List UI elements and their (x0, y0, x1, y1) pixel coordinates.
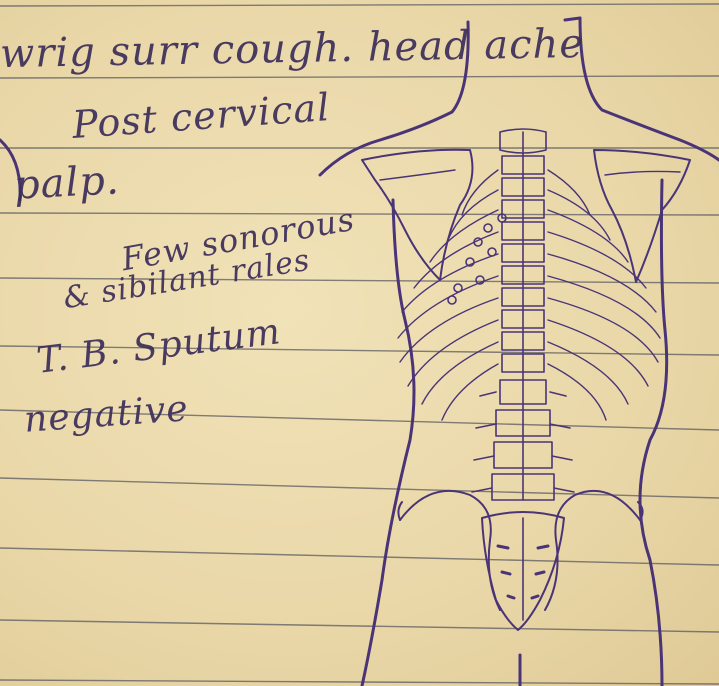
note-line-7: negative (23, 388, 190, 440)
note-line-6: T. B. Sputum (34, 311, 283, 382)
note-line-2: Post cervical (71, 85, 332, 147)
note-line-1: wrig surr cough. head ache (0, 21, 584, 77)
note-line-3: palp. (13, 157, 121, 208)
